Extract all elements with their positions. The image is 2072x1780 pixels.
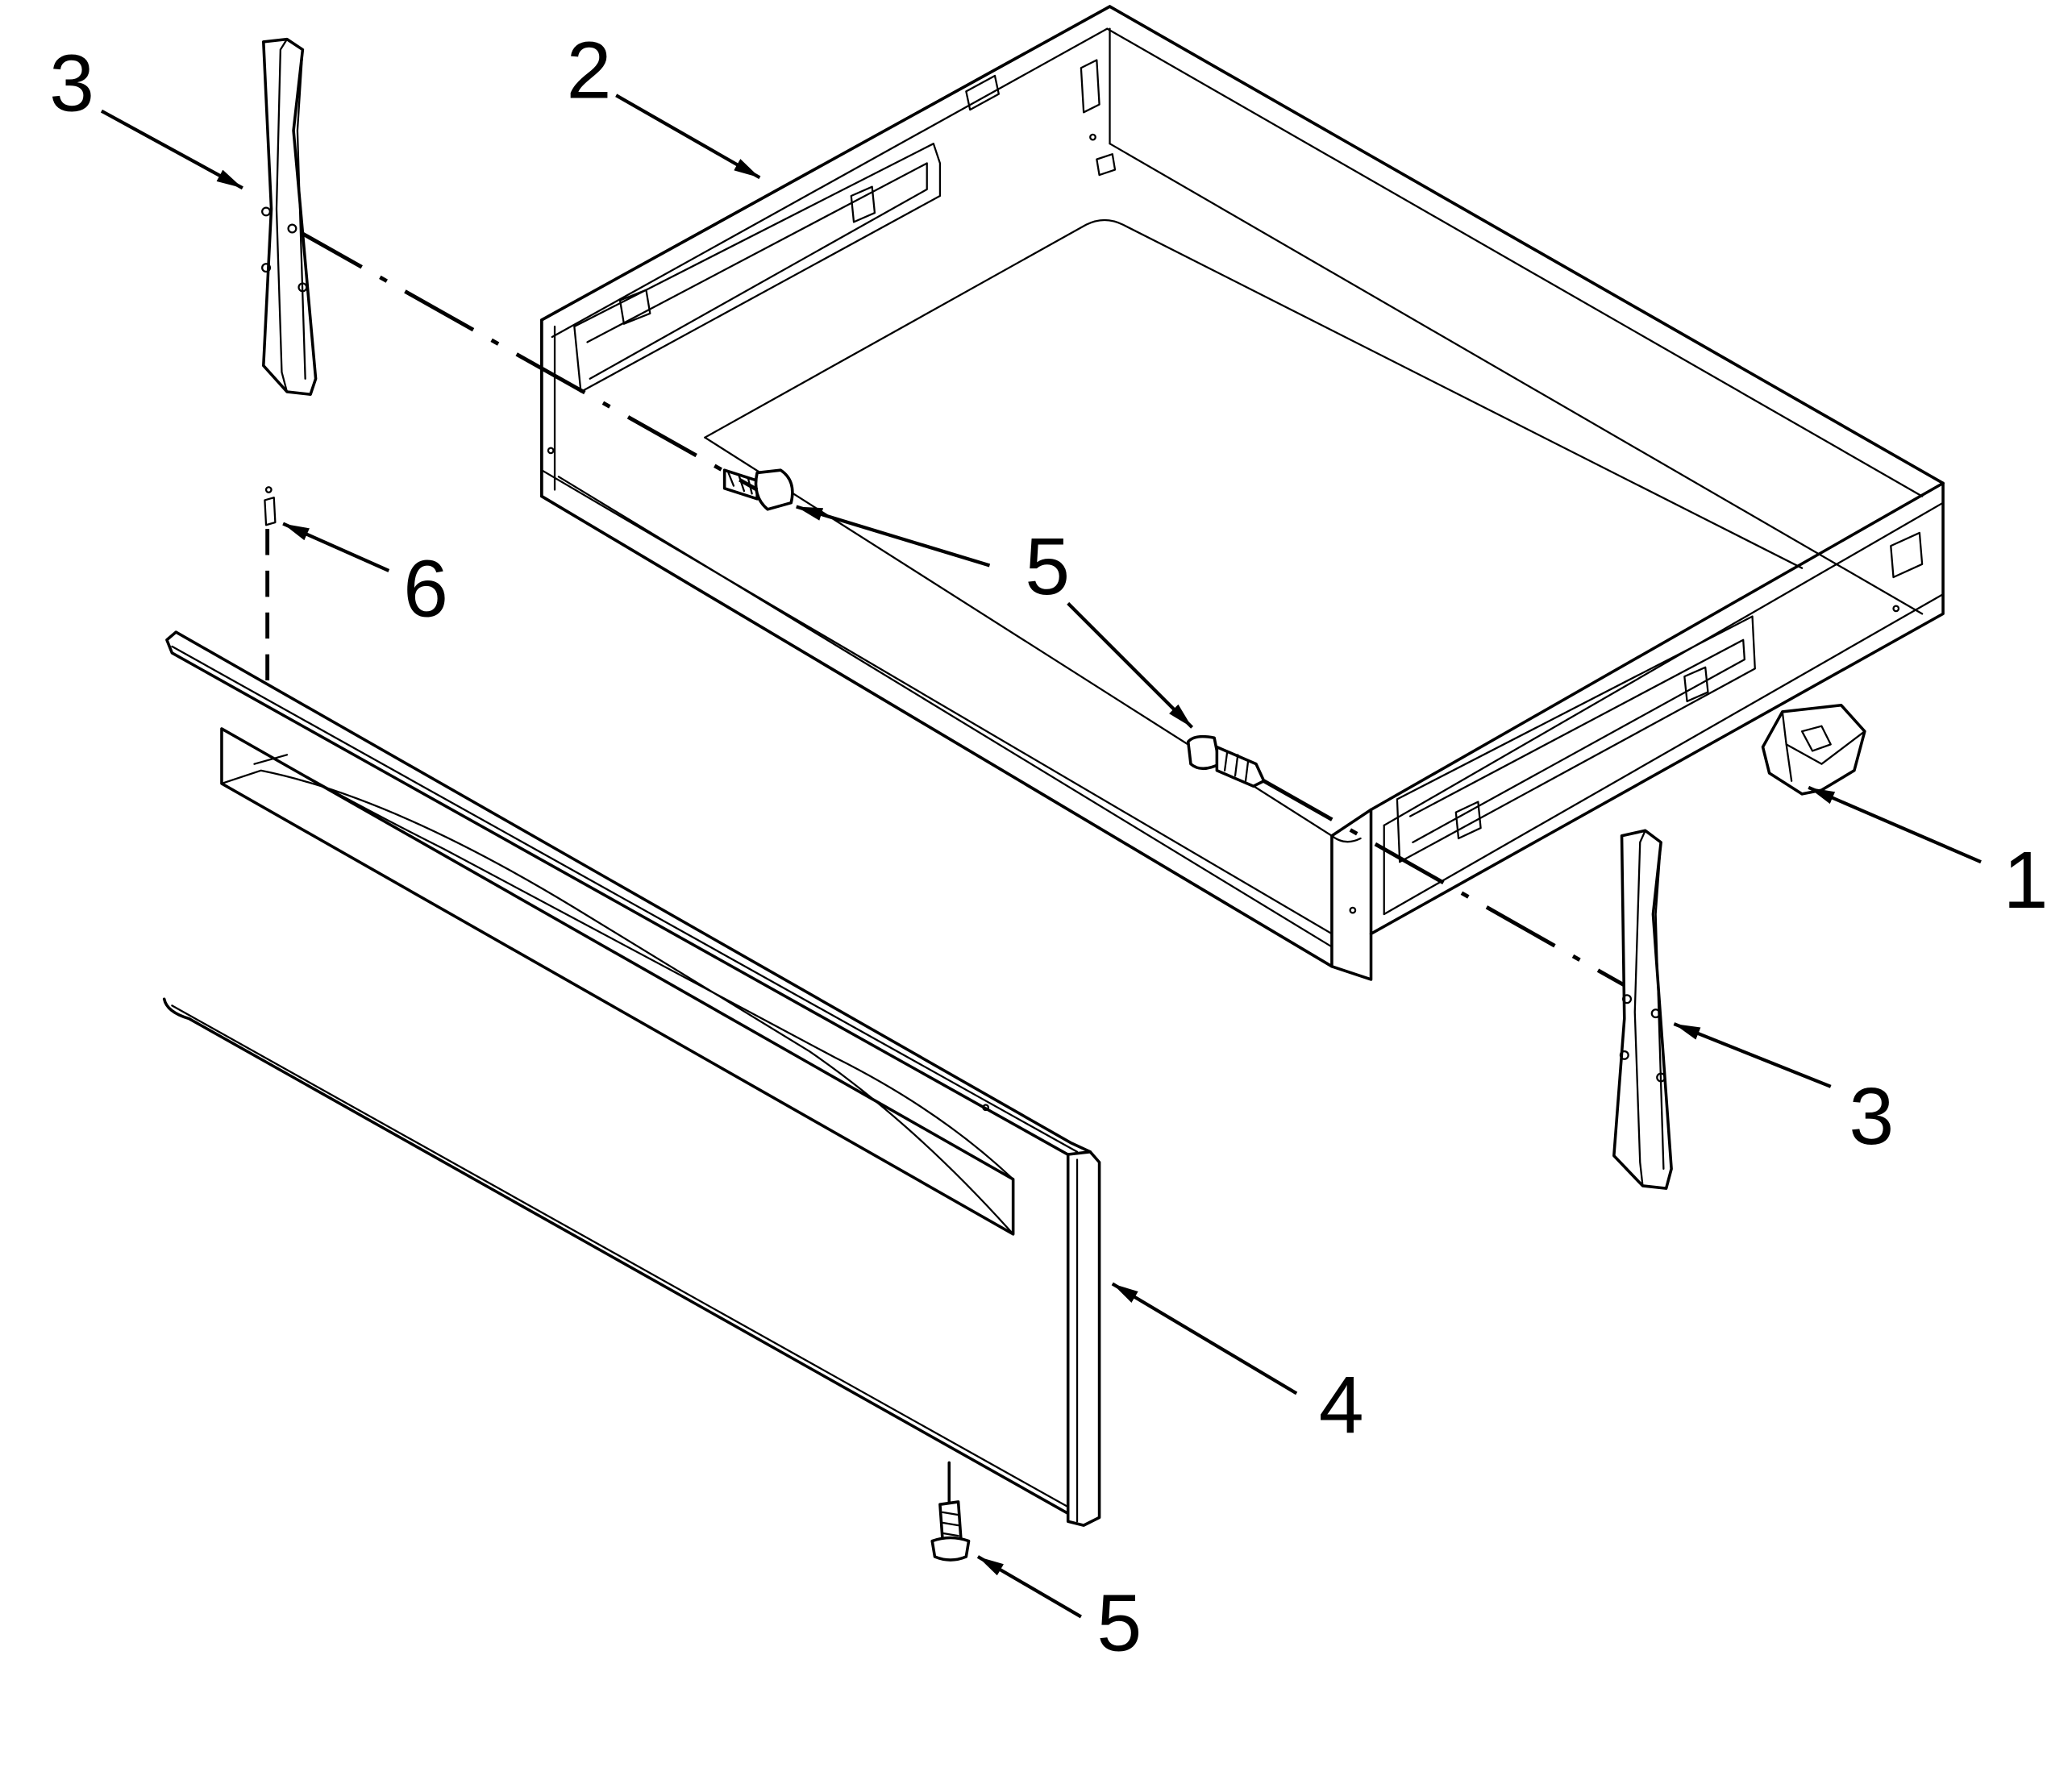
alignment-line-left — [292, 227, 759, 492]
screw-part-6 — [264, 486, 277, 526]
drawer-front-panel — [162, 630, 1101, 1527]
callout-4: 4 — [1319, 1360, 1364, 1450]
side-bracket-left — [261, 37, 318, 397]
screw-lower — [930, 1461, 971, 1562]
callout-3-right: 3 — [1849, 1071, 1894, 1162]
callout-5-middle: 5 — [1025, 522, 1070, 612]
screw-upper-right — [1186, 734, 1266, 788]
callout-arrows — [100, 94, 1982, 1619]
side-bracket-right — [1612, 829, 1673, 1190]
callout-6: 6 — [403, 544, 448, 634]
callout-1: 1 — [2003, 835, 2049, 925]
callout-5-lower: 5 — [1096, 1578, 1142, 1669]
clip-part — [1761, 703, 1866, 796]
callout-2: 2 — [567, 25, 612, 115]
alignment-line-right — [1263, 779, 1627, 988]
callout-3-left: 3 — [49, 39, 94, 129]
drawer-body — [540, 5, 1945, 981]
